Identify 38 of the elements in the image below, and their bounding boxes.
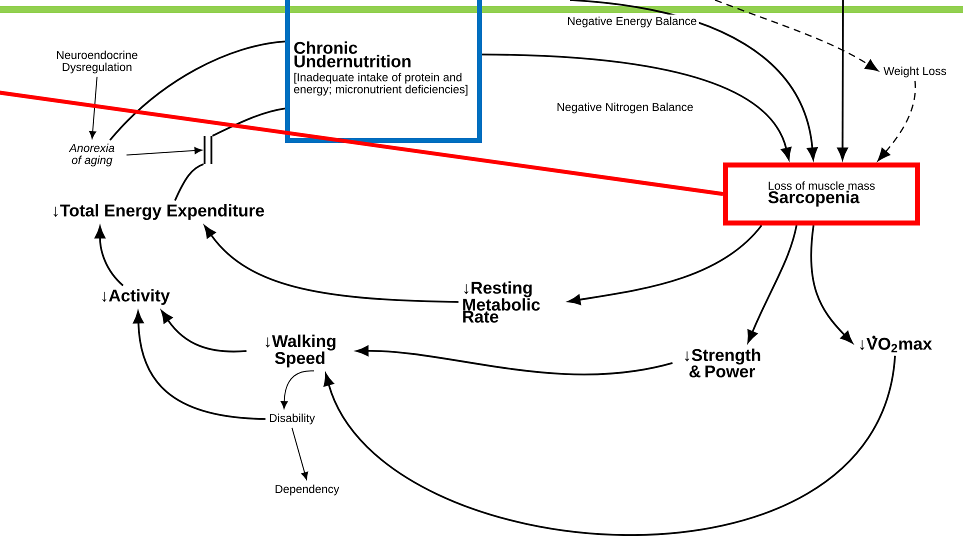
term-label: Dependency [276, 484, 340, 496]
arrow [810, 225, 853, 344]
arrow [204, 225, 458, 303]
term-label: ↓Resting Metabolic Rate [463, 281, 540, 323]
blocking-bar [204, 136, 212, 164]
arrow [568, 224, 762, 305]
term-label: ↓Total Energy Expenditure [54, 204, 264, 220]
edge-label: Negative Nitrogen Balance [554, 100, 696, 116]
term-box: Chronic Undernutrition [Inadequate intake of protein and energy; micronutrient deficiencies] [285, 0, 482, 143]
arrow [280, 370, 314, 409]
arrow [292, 427, 308, 480]
arrow [747, 225, 798, 343]
dashed-arrow [878, 80, 916, 162]
arrow [89, 76, 98, 139]
term-label: ↓Strength & Power [685, 348, 760, 378]
arrow [324, 356, 896, 536]
arrow [161, 310, 247, 352]
arrow [126, 147, 202, 156]
arrow [570, 0, 818, 160]
arrow [837, 0, 848, 160]
edge-label: Negative Energy Balance [565, 14, 699, 30]
term-label: Disability [270, 414, 315, 424]
connector-line [212, 108, 286, 137]
term-label: Weight Loss [884, 66, 946, 78]
leader-line [0, 90, 724, 196]
arrow [94, 226, 124, 286]
term-label: ↓Walking Speed [266, 334, 336, 368]
term-label: Neuroendocrine Dysregulation [57, 50, 138, 74]
connector-line [174, 163, 204, 201]
term-label: Anorexia of aging [68, 144, 114, 166]
arrow [133, 311, 266, 420]
connector-line [109, 40, 286, 141]
arrow [356, 346, 673, 376]
dashed-arrow [714, 0, 878, 72]
term-label: ↓VO$_{2}$max [860, 336, 932, 352]
term-box: Loss of muscle mass Sarcopenia [723, 162, 920, 226]
arrow [482, 54, 792, 160]
term-label: ↓Activity [102, 289, 170, 305]
